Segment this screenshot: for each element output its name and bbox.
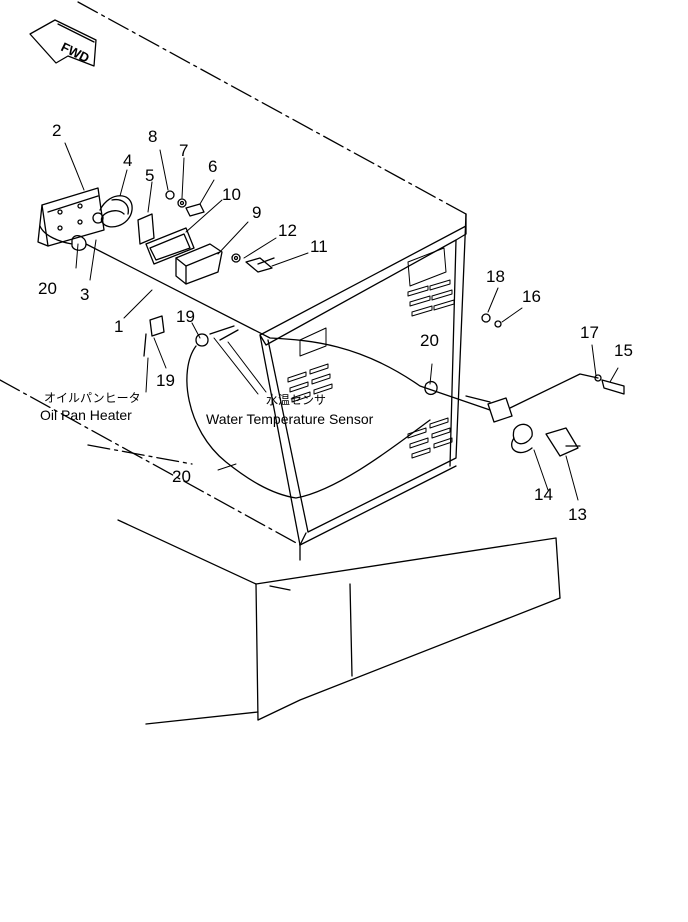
callout-14: 14 [534, 485, 553, 504]
callout-17: 17 [580, 323, 599, 342]
callout-5: 5 [145, 166, 154, 185]
callout-8: 8 [148, 127, 157, 146]
callout-4: 4 [123, 151, 132, 170]
callout-3: 3 [80, 285, 89, 304]
callout-9: 9 [252, 203, 261, 222]
callout-11: 11 [310, 237, 328, 256]
cover-part-10 [145, 227, 195, 265]
harness-coil-part-4 [92, 195, 133, 228]
fwd-arrow-icon [29, 19, 97, 67]
callout-1: 1 [114, 317, 123, 336]
callout-18: 18 [486, 267, 505, 286]
callout-13: 13 [568, 505, 587, 524]
callout-2: 2 [52, 121, 61, 140]
bracket-part-2 [37, 187, 105, 247]
callout-15: 15 [614, 341, 633, 360]
plate-part-5 [137, 213, 155, 245]
side-panel [259, 213, 467, 546]
heater-box-part-9 [175, 243, 223, 285]
callout-20-left: 20 [38, 279, 57, 298]
heater-cable-part-1 [85, 243, 491, 411]
grommet-part-20-mid [424, 380, 438, 396]
lower-frame [117, 519, 561, 725]
fwd-label: FWD [59, 39, 92, 65]
oil-pan-heater-jp-label: オイルパンヒータ [44, 391, 141, 405]
water-temp-sensor-label: Water Temperature Sensor [206, 411, 374, 427]
connector-part-20-left [39, 225, 87, 251]
sensor-parts-19 [143, 315, 239, 357]
panel-grilles [287, 247, 455, 459]
callout-16: 16 [522, 287, 541, 306]
callout-20-right: 20 [420, 331, 439, 350]
callout-numbers: 2 8 7 6 4 5 10 9 12 11 20 3 1 19 19 18 1… [38, 121, 633, 524]
leader-lines [64, 142, 619, 501]
connector-13-14 [465, 373, 599, 457]
callout-19-bottom: 19 [156, 371, 175, 390]
sensor-cable-part-20 [186, 345, 431, 499]
callout-10: 10 [222, 185, 241, 204]
callout-19-top: 19 [176, 307, 195, 326]
callout-7: 7 [179, 141, 188, 160]
callout-12: 12 [278, 221, 297, 240]
callout-20-bottom: 20 [172, 467, 191, 486]
fasteners [165, 190, 625, 395]
water-temp-sensor-jp-label: 水温センサ [266, 393, 326, 407]
part-labels: オイルパンヒータ Oil Pan Heater 水温センサ Water Temp… [40, 391, 374, 427]
oil-pan-heater-label: Oil Pan Heater [40, 407, 132, 423]
callout-6: 6 [208, 157, 217, 176]
machine-body-outline [0, 1, 467, 561]
